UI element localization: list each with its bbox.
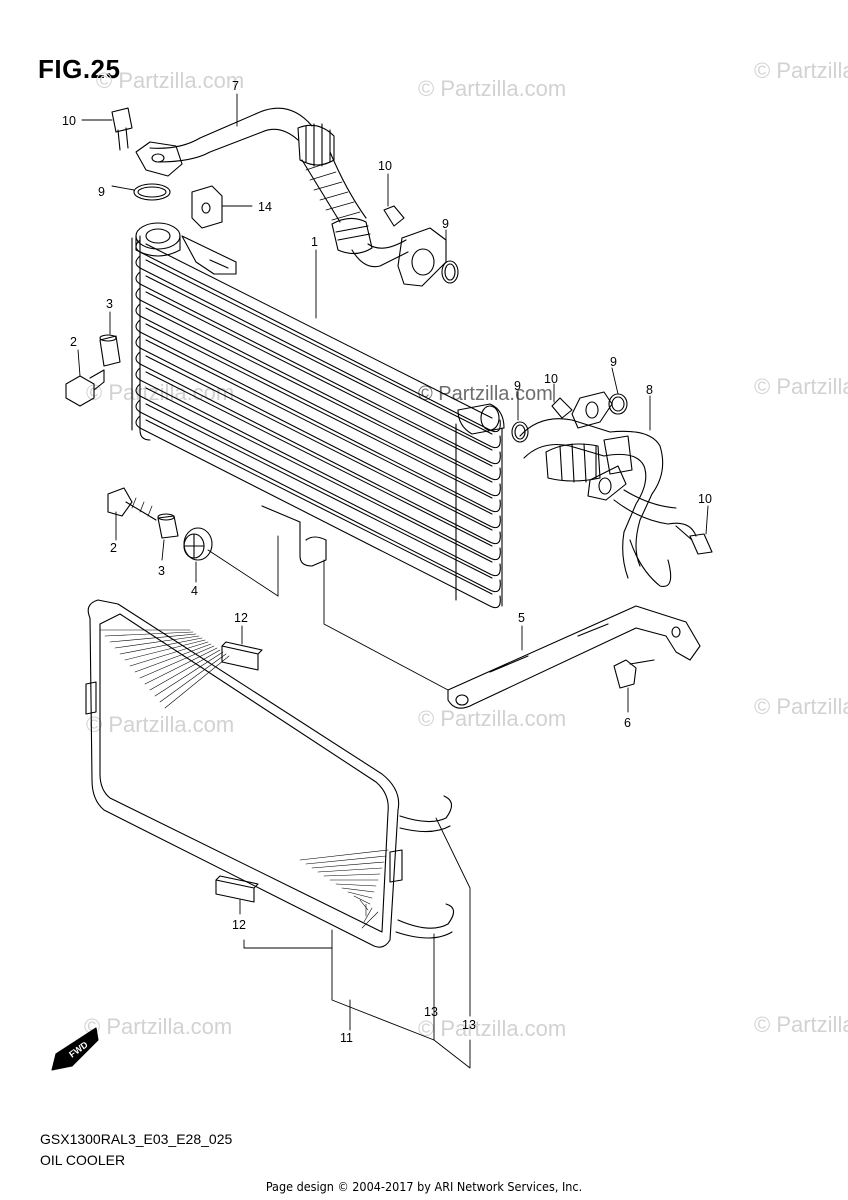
mesh-line: [311, 861, 385, 869]
callout-2: 2: [70, 335, 77, 349]
callout-14: 14: [258, 200, 272, 214]
callout-1: 1: [311, 235, 318, 249]
callout-5: 5: [518, 611, 525, 625]
oil-cooler-guard: [85, 599, 455, 948]
callout-13: 13: [462, 1018, 476, 1032]
o-ring: [133, 183, 628, 443]
hose-bolt: [111, 107, 713, 555]
watermark: © Partzilla.com: [418, 383, 553, 405]
callout-10: 10: [62, 114, 76, 128]
hose-clamp: [191, 185, 223, 229]
mesh-line: [119, 637, 203, 655]
figure-title: FIG.25: [38, 54, 121, 84]
callout-4: 4: [191, 584, 198, 598]
callout-3: 3: [106, 297, 113, 311]
callout-3: 3: [158, 564, 165, 578]
callout-2: 2: [110, 541, 117, 555]
callout-9: 9: [442, 217, 449, 231]
oil-cooler-core: [131, 222, 505, 609]
cooler-fin: [135, 399, 501, 593]
callout-10: 10: [544, 372, 558, 386]
watermark: © Partzilla.com: [754, 58, 848, 83]
mesh-line: [317, 867, 383, 873]
cooler-fin: [135, 351, 501, 545]
cooler-fin: [135, 271, 501, 465]
mesh-line: [154, 651, 224, 697]
cooler-fin: [135, 319, 501, 513]
upper-oil-hose: [135, 107, 447, 287]
diagram-code: GSX1300RAL3_E03_E28_025: [40, 1131, 233, 1147]
rubber-damper: [183, 527, 213, 561]
diagram-name: OIL COOLER: [40, 1152, 126, 1168]
mesh-line: [124, 639, 206, 661]
mesh-line: [341, 887, 375, 893]
cooler-fin: [135, 367, 501, 561]
mesh-line: [149, 649, 221, 691]
mesh-line: [144, 647, 218, 685]
cushion-pad: [215, 641, 263, 903]
callout-10: 10: [378, 159, 392, 173]
callout-9: 9: [610, 355, 617, 369]
callout-9: 9: [98, 185, 105, 199]
collar: [99, 334, 179, 539]
mesh-line: [109, 633, 197, 643]
watermarks: © Partzilla.com © Partzilla.com © Partzi…: [84, 58, 848, 1041]
callout-10: 10: [698, 492, 712, 506]
mesh-line: [361, 911, 379, 929]
mesh-line: [353, 895, 371, 905]
cooler-fin: [135, 255, 501, 449]
cooler-fin: [135, 287, 501, 481]
watermark: © Partzilla.com: [86, 380, 234, 405]
mesh-line: [134, 643, 212, 673]
mesh-line: [104, 631, 194, 637]
watermark: © Partzilla.com: [84, 1014, 232, 1039]
page-footer: Page design © 2004-2017 by ARI Network S…: [265, 1179, 583, 1194]
cooler-fin: [135, 415, 501, 609]
mesh-line: [159, 653, 227, 703]
mesh-line: [139, 645, 215, 679]
watermark: © Partzilla.com: [418, 1016, 566, 1041]
callout-8: 8: [646, 383, 653, 397]
cooler-bracket: [447, 605, 701, 709]
mesh-line: [335, 883, 377, 887]
callout-12: 12: [234, 611, 248, 625]
watermark: © Partzilla.com: [754, 374, 848, 399]
callout-labels: 7 10 9 14 10 9 1 3 2 9 10 9 8 10 2 3 4 1…: [62, 79, 712, 1060]
watermark: © Partzilla.com: [418, 706, 566, 731]
mesh-line: [129, 641, 209, 667]
mesh-line: [359, 899, 369, 911]
callout-9: 9: [514, 379, 521, 393]
forward-arrow-icon: [51, 1027, 99, 1071]
mesh-line: [305, 855, 387, 865]
watermark: © Partzilla.com: [418, 76, 566, 101]
cooler-fin: [135, 335, 501, 529]
leader-lines: [77, 93, 709, 1069]
bracket-bolt: [613, 659, 655, 689]
lower-oil-hose: [519, 391, 697, 588]
mesh-line: [114, 635, 200, 649]
watermark: © Partzilla.com: [754, 694, 848, 719]
callout-7: 7: [232, 79, 239, 93]
mesh-line: [363, 907, 373, 923]
cooler-fin: [135, 303, 501, 497]
watermark: © Partzilla.com: [96, 68, 244, 93]
cooler-fin: [135, 383, 501, 577]
callout-11: 11: [340, 1031, 353, 1045]
cooler-fin: [135, 239, 501, 433]
callout-13: 13: [424, 1005, 438, 1019]
mesh-line: [323, 873, 381, 877]
callout-6: 6: [624, 716, 631, 730]
watermark: © Partzilla.com: [86, 712, 234, 737]
callout-12: 12: [232, 918, 246, 932]
watermark: © Partzilla.com: [754, 1012, 848, 1037]
mesh-line: [347, 891, 373, 899]
mesh-line: [299, 849, 389, 861]
mesh-line: [164, 655, 230, 709]
